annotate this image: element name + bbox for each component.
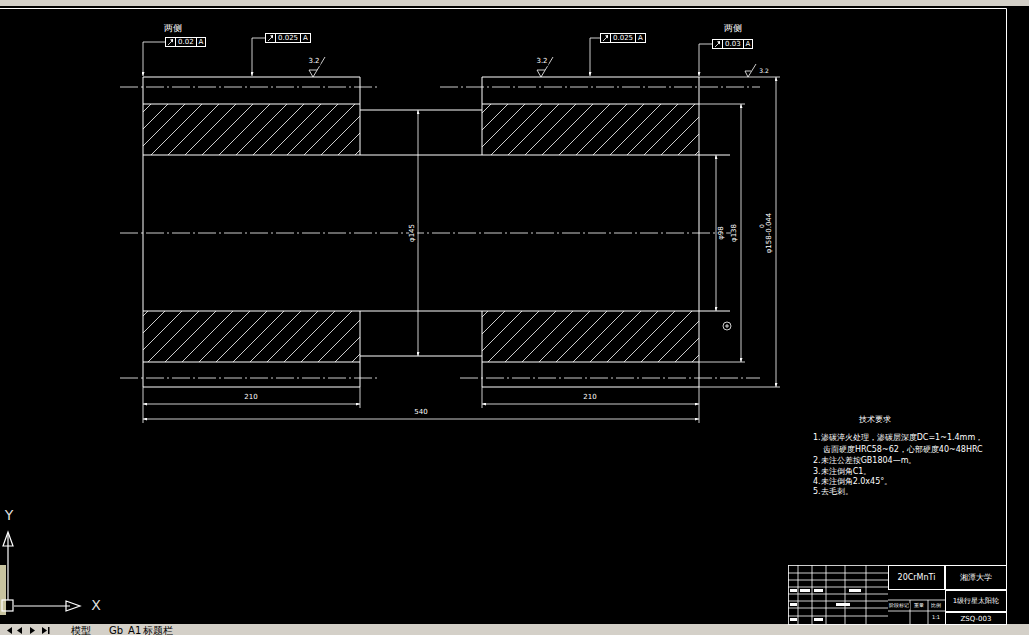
layout-tab: 模型	[70, 625, 92, 635]
part-outline	[143, 77, 730, 387]
tolerance-value: A	[635, 34, 645, 42]
title-block-cell: ZSQ-003	[945, 612, 1007, 625]
roughness-value: 3.2	[758, 68, 770, 75]
title-block-text: 20CrMnTi	[898, 574, 936, 582]
tolerance-value: A	[196, 38, 206, 46]
toolbar	[0, 0, 1029, 6]
title-block-text: ZSQ-003	[961, 615, 992, 623]
dimension-text: φ145	[409, 223, 417, 243]
tolerance-note: 两侧	[163, 24, 183, 34]
technical-note: 技术要求	[858, 416, 892, 425]
axis-label: X	[90, 598, 102, 613]
center-lines	[120, 87, 760, 378]
title-block-text: 湘潭大学	[960, 574, 992, 582]
dimension-text: φ158-0.044	[766, 212, 774, 255]
layout-tab: Gb_A1	[108, 625, 142, 635]
title-block-cell: 20CrMnTi	[888, 565, 945, 590]
tolerance-note: 两侧	[723, 24, 743, 34]
tolerance-frame: 0.025A	[600, 33, 646, 43]
dimension-text: 210	[582, 394, 597, 402]
title-block-marks	[790, 589, 861, 621]
tolerance-value: A	[300, 34, 310, 42]
extension-lines	[143, 77, 780, 423]
title-block-cell: 1级行星太阳轮	[945, 590, 1007, 612]
ucs-icon	[2, 532, 80, 611]
technical-note: 齿面硬度HRC58~62，心部硬度40~48HRC	[822, 446, 984, 455]
tolerance-value: A	[743, 40, 753, 48]
runout-symbol	[601, 34, 610, 42]
title-block-text: 阶段标记	[888, 603, 910, 609]
tab-nav	[7, 627, 50, 634]
dimension-text: 0	[759, 223, 766, 229]
title-block-cell: 湘潭大学	[945, 565, 1007, 590]
title-block-text: 1:1	[931, 615, 941, 621]
technical-note: 2.未注公差按GB1804—m。	[812, 457, 917, 466]
title-block	[788, 565, 1007, 625]
tolerance-value: 0.025	[610, 34, 635, 42]
dimension-lines	[143, 77, 776, 419]
technical-note: 1.渗碳淬火处理，渗碳层深度DC=1~1.4mm，	[812, 434, 984, 443]
runout-symbol	[266, 34, 275, 42]
runout-symbol	[713, 40, 722, 48]
datum-mark	[723, 322, 731, 330]
runout-symbol	[166, 38, 175, 46]
dimension-text: φ98	[718, 225, 726, 241]
tolerance-frame: 0.025A	[265, 33, 311, 43]
tolerance-frame: 0.02A	[165, 37, 206, 47]
scrollbar	[0, 565, 6, 615]
layout-tab: 标题栏	[142, 625, 174, 635]
title-block-text: 重量	[913, 603, 925, 609]
roughness-value: 3.2	[535, 58, 548, 66]
tolerance-frame: 0.03A	[712, 39, 753, 49]
title-block-text: 比例	[930, 603, 942, 609]
title-block-text: 1级行星太阳轮	[953, 597, 999, 605]
technical-note: 3.未注倒角C1。	[812, 468, 872, 477]
axis-label: Y	[4, 508, 15, 523]
dimension-text: φ138	[731, 223, 739, 243]
roughness-value: 3.2	[307, 58, 320, 66]
sheet-frame	[0, 9, 1007, 625]
tolerance-value: 0.025	[275, 34, 300, 42]
dimension-text: 540	[413, 409, 428, 417]
tolerance-value: 0.03	[722, 40, 743, 48]
roughness-symbols	[309, 57, 756, 77]
tab-bar	[0, 624, 1029, 635]
tolerance-value: 0.02	[175, 38, 196, 46]
technical-note: 5.去毛刺。	[812, 488, 854, 497]
technical-note: 4.未注倒角2.0x45°。	[812, 478, 893, 487]
dimension-text: 210	[243, 394, 258, 402]
tolerance-leaders	[143, 38, 712, 76]
